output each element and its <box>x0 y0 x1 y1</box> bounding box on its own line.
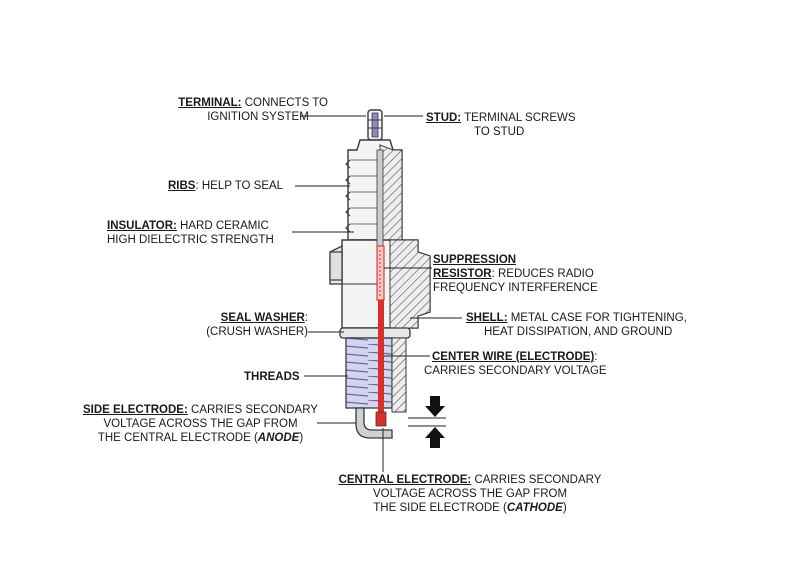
label-insulator-line2: HIGH DIELECTRIC STRENGTH <box>107 234 274 246</box>
label-ribs-text: : HELP TO SEAL <box>195 180 284 192</box>
label-insulator-title: INSULATOR: <box>107 220 177 232</box>
label-central-electrode-line3-end: ) <box>562 502 567 514</box>
gap-indicator <box>408 396 446 448</box>
label-center-wire-line2: CARRIES SECONDARY VOLTAGE <box>424 365 607 377</box>
seal-washer <box>339 327 411 339</box>
leader-lines <box>292 115 462 472</box>
label-threads-title: THREADS <box>244 371 300 383</box>
label-side-electrode-line3-end: ) <box>299 432 304 444</box>
side-electrode <box>355 407 393 439</box>
label-threads: THREADS <box>244 370 300 384</box>
label-center-wire: CENTER WIRE (ELECTRODE): CARRIES SECONDA… <box>424 350 607 378</box>
label-ribs: RIBS: HELP TO SEAL <box>168 179 283 193</box>
label-center-wire-line1: : <box>594 351 598 363</box>
label-stud-line1: TERMINAL SCREWS <box>461 112 576 124</box>
label-ribs-title: RIBS <box>168 180 196 192</box>
label-shell-title: SHELL: <box>466 312 508 324</box>
label-terminal-line2: IGNITION SYSTEM <box>207 111 309 123</box>
label-suppression-title1: SUPPRESSION <box>433 254 517 266</box>
label-side-electrode-anode: ANODE <box>257 432 300 444</box>
label-stud: STUD: TERMINAL SCREWS TO STUD <box>426 111 606 139</box>
label-shell-line2: HEAT DISSIPATION, AND GROUND <box>484 326 673 338</box>
label-seal-washer-line2: (CRUSH WASHER) <box>206 326 308 338</box>
label-central-electrode-line2: VOLTAGE ACROSS THE GAP FROM <box>372 488 568 500</box>
label-side-electrode-line2: VOLTAGE ACROSS THE GAP FROM <box>103 418 298 430</box>
label-suppression-line1: : REDUCES RADIO <box>491 268 594 280</box>
label-central-electrode-line1: CARRIES SECONDARY <box>471 474 602 486</box>
label-central-electrode-title: CENTRAL ELECTRODE: <box>338 474 472 486</box>
label-side-electrode-line3: THE CENTRAL ELECTRODE ( <box>97 432 258 444</box>
label-central-electrode-line3: THE SIDE ELECTRODE ( <box>373 502 507 514</box>
shell-body <box>329 239 431 329</box>
center-wire <box>376 149 385 412</box>
terminal-stud <box>367 109 383 141</box>
label-suppression: SUPPRESSION RESISTOR: REDUCES RADIO FREQ… <box>433 253 598 295</box>
label-central-electrode: CENTRAL ELECTRODE: CARRIES SECONDARY VOL… <box>320 473 620 515</box>
label-center-wire-title: CENTER WIRE (ELECTRODE) <box>432 351 595 363</box>
label-side-electrode: SIDE ELECTRODE: CARRIES SECONDARY VOLTAG… <box>68 403 333 445</box>
label-suppression-title2: RESISTOR <box>433 268 492 280</box>
label-side-electrode-line1: CARRIES SECONDARY <box>187 404 318 416</box>
label-terminal: TERMINAL: CONNECTS TO IGNITION SYSTEM <box>148 96 328 124</box>
label-seal-washer-line1: : <box>304 312 308 324</box>
threads <box>345 337 407 413</box>
label-shell-line1: METAL CASE FOR TIGHTENING, <box>507 312 687 324</box>
label-stud-line2: TO STUD <box>474 126 525 138</box>
label-seal-washer: SEAL WASHER: (CRUSH WASHER) <box>168 311 308 339</box>
label-insulator: INSULATOR: HARD CERAMIC HIGH DIELECTRIC … <box>107 219 274 247</box>
label-shell: SHELL: METAL CASE FOR TIGHTENING, HEAT D… <box>466 311 687 339</box>
label-terminal-line1: CONNECTS TO <box>241 97 328 109</box>
label-side-electrode-title: SIDE ELECTRODE: <box>83 404 188 416</box>
label-insulator-line1: HARD CERAMIC <box>176 220 269 232</box>
label-terminal-title: TERMINAL: <box>178 97 242 109</box>
label-suppression-line2: FREQUENCY INTERFERENCE <box>433 282 598 294</box>
label-central-electrode-cathode: CATHODE <box>506 502 563 514</box>
label-seal-washer-title: SEAL WASHER <box>220 312 305 324</box>
label-stud-title: STUD: <box>426 112 462 124</box>
insulator-ribs <box>345 139 403 241</box>
